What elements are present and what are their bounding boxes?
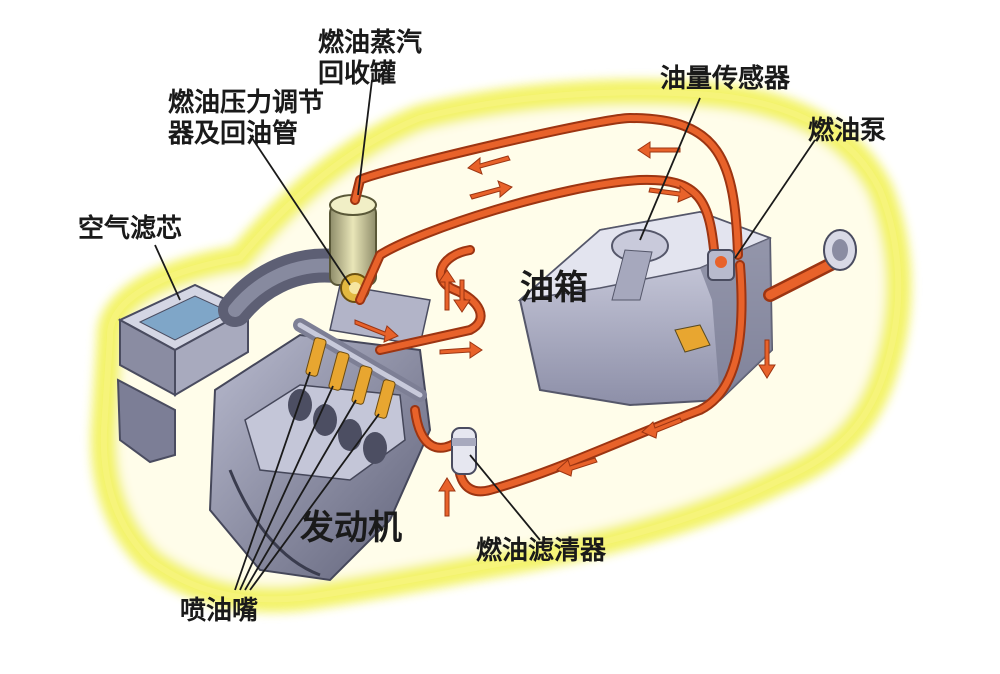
intake-ports bbox=[288, 389, 387, 464]
label-injector: 喷油嘴 bbox=[180, 596, 259, 626]
label-air-filter: 空气滤芯 bbox=[78, 214, 183, 244]
label-fuel-tank: 油箱 bbox=[520, 268, 588, 308]
leader-lines bbox=[154, 79, 816, 591]
label-vapor-canister: 燃油蒸汽 回收罐 bbox=[318, 28, 423, 89]
label-fuel-filter: 燃油滤清器 bbox=[476, 536, 607, 566]
fuel-injectors bbox=[305, 337, 396, 419]
arrow-icon bbox=[354, 141, 776, 517]
filler-neck bbox=[823, 229, 857, 271]
label-fuel-level-sensor: 油量传感器 bbox=[660, 64, 791, 94]
fuel-pump bbox=[707, 249, 735, 281]
fuel-filter bbox=[451, 427, 477, 475]
label-fuel-pump: 燃油泵 bbox=[808, 116, 887, 146]
engine-block bbox=[208, 333, 432, 582]
label-pressure-regulator: 燃油压力调节 器及回油管 bbox=[168, 88, 325, 149]
label-engine: 发动机 bbox=[300, 508, 402, 548]
